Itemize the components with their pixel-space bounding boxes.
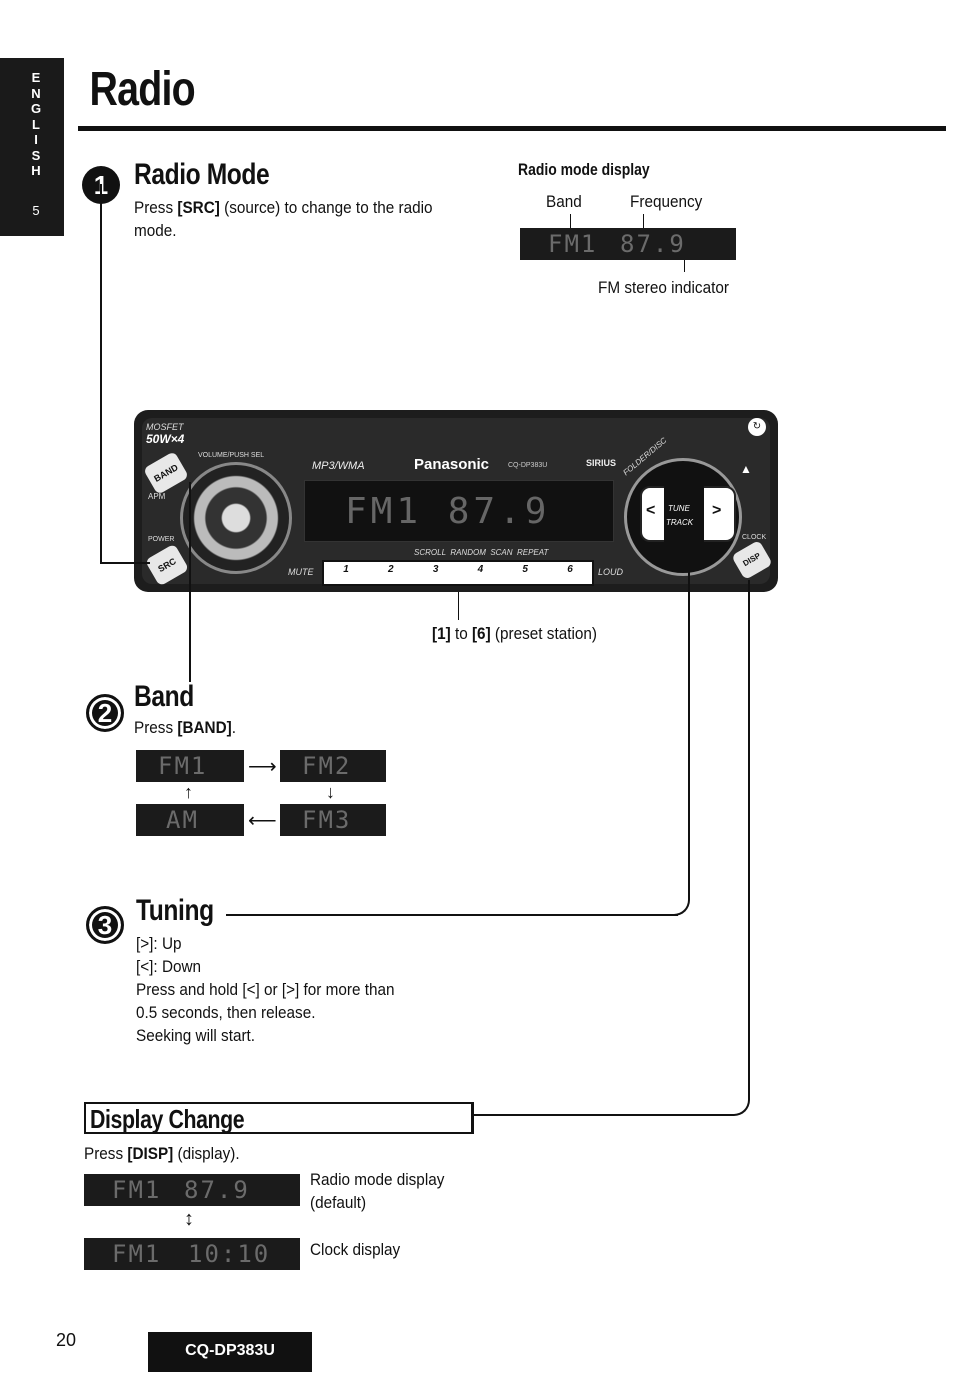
label-stereo-indicator: FM stereo indicator <box>598 278 729 297</box>
clock-label: CLOCK <box>742 534 767 541</box>
preset-caption: [1] to [6] (preset station) <box>432 624 597 643</box>
leader-line-disp <box>748 580 750 1096</box>
page-number: 20 <box>56 1330 77 1350</box>
label-frequency: Frequency <box>630 192 703 211</box>
section-text-band: Press [BAND]. <box>134 718 237 737</box>
preset-button-1[interactable]: 1 <box>343 564 349 575</box>
leader-line-disp-horizontal <box>474 1114 730 1116</box>
sirius-label: SIRIUS <box>586 458 617 468</box>
leader-line-src-horizontal <box>100 562 150 564</box>
leader-line-tuning-horizontal <box>226 914 678 916</box>
preset-button-3[interactable]: 3 <box>432 564 439 575</box>
apm-label: APM <box>148 492 166 501</box>
release-icon[interactable]: ↻ <box>748 418 766 436</box>
tune-down-icon[interactable]: < <box>646 502 656 519</box>
band-lcd-am: AM <box>136 804 244 836</box>
display-lcd-radio: FM1 87.9 <box>84 1174 300 1206</box>
page-title: Radio <box>89 63 196 116</box>
band-lcd-fm3: FM3 <box>280 804 386 836</box>
section-text-radio-mode: Press [SRC] (source) to change to the ra… <box>134 198 433 240</box>
preset-button-5[interactable]: 5 <box>522 564 528 575</box>
tune-label: TUNE <box>668 504 690 513</box>
leader-line-tuning-corner <box>668 894 690 916</box>
leader-line-src <box>100 184 102 564</box>
format-label: MP3/WMA <box>312 460 365 472</box>
section-heading-tuning: Tuning <box>136 894 214 927</box>
leader-line-disp-corner <box>728 1094 750 1116</box>
band-lcd-fm1: FM1 <box>136 750 244 782</box>
preset-button-6[interactable]: 6 <box>567 564 573 575</box>
preset-buttons-bar <box>322 560 594 586</box>
arrow-left-icon: ⟵ <box>248 810 277 832</box>
eject-icon[interactable]: ▲ <box>740 462 752 476</box>
radio-mode-lcd: FM1 87.9 <box>520 228 736 260</box>
preset-pointer <box>458 592 459 620</box>
language-tab-number: 5 <box>32 203 40 218</box>
volume-knob[interactable] <box>180 462 292 574</box>
band-lcd-fm2: FM2 <box>280 750 386 782</box>
section-text-display-change: Press [DISP] (display). <box>84 1144 240 1163</box>
display-desc-clock: Clock display <box>310 1240 401 1259</box>
step-number-3: 3 <box>86 906 124 944</box>
title-divider <box>78 126 946 131</box>
frequency-pointer <box>643 214 644 228</box>
section-text-tuning: [>]: Up [<]: Down Press and hold [<] or … <box>136 934 395 1045</box>
radio-mode-display-title: Radio mode display <box>518 160 650 179</box>
arrow-down-icon: ↓ <box>326 782 335 802</box>
preset-function-labels: SCROLL RANDOM SCAN REPEAT <box>414 548 549 557</box>
step-number-2: 2 <box>86 694 124 732</box>
tune-up-icon[interactable]: > <box>712 502 722 519</box>
mosfet-label: MOSFET <box>146 422 184 432</box>
model-badge <box>148 1332 312 1372</box>
disp-key: [DISP] <box>127 1144 174 1163</box>
arrow-up-icon: ↑ <box>184 782 193 802</box>
language-tab <box>0 58 64 236</box>
band-key: [BAND] <box>177 718 232 737</box>
language-tab-letters: E N G L I S H <box>30 70 42 178</box>
section-heading-band: Band <box>134 680 194 713</box>
tune-track-center <box>664 486 704 542</box>
mute-label: MUTE <box>288 567 314 577</box>
leader-line-band <box>189 482 191 682</box>
display-change-frame <box>84 1102 474 1134</box>
band-pointer <box>570 214 571 228</box>
display-desc-radio: Radio mode display (default) <box>310 1170 445 1212</box>
display-lcd-clock: FM1 10:10 <box>84 1238 300 1270</box>
arrow-right-icon: ⟶ <box>248 756 277 778</box>
track-label: TRACK <box>666 518 694 527</box>
arrow-up-down-icon: ↕ <box>184 1208 194 1230</box>
volume-label: VOLUME/PUSH SEL <box>198 452 265 459</box>
device-lcd: FM1 87.9 <box>304 480 614 542</box>
preset-button-4[interactable]: 4 <box>477 564 484 575</box>
loud-label: LOUD <box>598 567 624 577</box>
preset-button-2[interactable]: 2 <box>388 564 394 575</box>
power-label: POWER <box>148 536 175 543</box>
src-key: [SRC] <box>177 198 220 217</box>
label-band: Band <box>546 192 582 211</box>
brand-logo: Panasonic <box>414 456 490 473</box>
model-badge-text: CQ-DP383U <box>185 1342 275 1359</box>
stereo-pointer <box>684 260 685 272</box>
model-small-label: CQ-DP383U <box>508 462 548 469</box>
leader-line-tuning <box>688 540 690 896</box>
power-rating-label: 50W×4 <box>146 432 185 446</box>
preset-buttons: 1 2 3 4 5 6 <box>326 564 590 582</box>
section-heading-radio-mode: Radio Mode <box>134 158 270 191</box>
section-heading-display-change: Display Change <box>90 1104 245 1134</box>
